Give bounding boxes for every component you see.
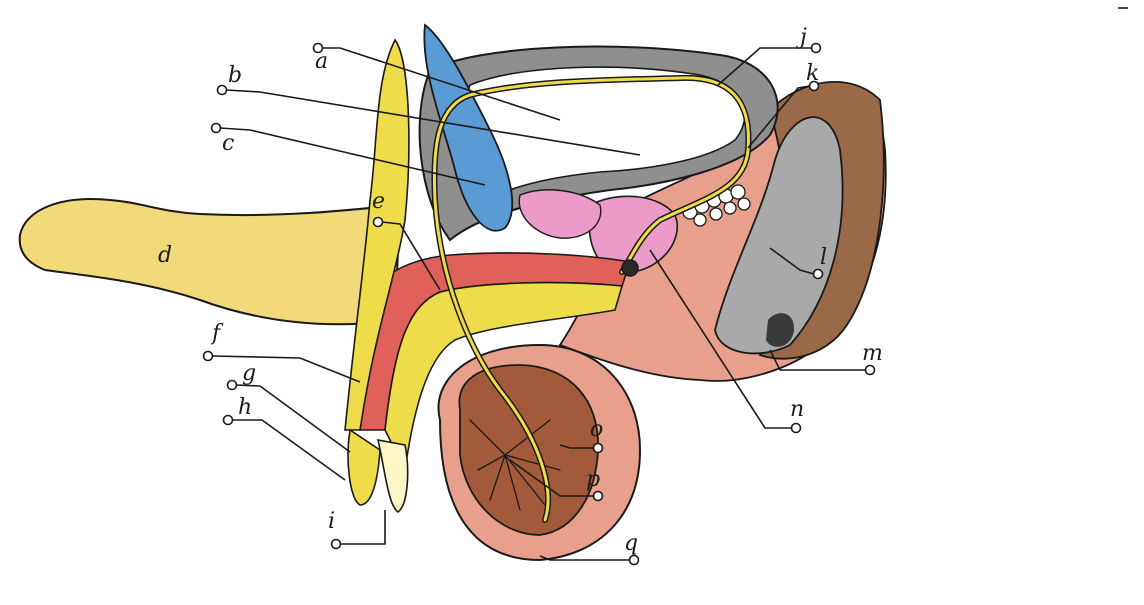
label-e: e (372, 189, 385, 214)
label-h: h (238, 395, 252, 420)
label-q: q (624, 531, 638, 556)
label-o: o (590, 417, 603, 442)
label-n: n (790, 397, 804, 422)
label-c-pin (212, 124, 221, 133)
label-c: c (222, 131, 234, 156)
label-a: a (315, 49, 328, 74)
label-d: d (158, 243, 172, 268)
label-b-pin (218, 86, 227, 95)
label-p-pin (594, 492, 603, 501)
label-l: l (820, 245, 827, 270)
label-n-pin (792, 424, 801, 433)
label-p: p (586, 467, 600, 492)
label-j-pin (812, 44, 821, 53)
label-g: g (242, 361, 256, 386)
label-f-pin (204, 352, 213, 361)
label-g-pin (228, 381, 237, 390)
label-i-pin (332, 540, 341, 549)
label-d-group: d (158, 243, 172, 268)
label-m-pin (866, 366, 875, 375)
label-h-pin (224, 416, 233, 425)
label-m: m (862, 341, 883, 366)
label-e-pin (374, 218, 383, 227)
label-l-pin (814, 270, 823, 279)
label-i: i (328, 509, 335, 534)
ejaculatory-duct (622, 260, 638, 276)
label-q-pin (630, 556, 639, 565)
label-k: k (806, 61, 819, 86)
label-b: b (228, 63, 242, 88)
label-o-pin (594, 444, 603, 453)
